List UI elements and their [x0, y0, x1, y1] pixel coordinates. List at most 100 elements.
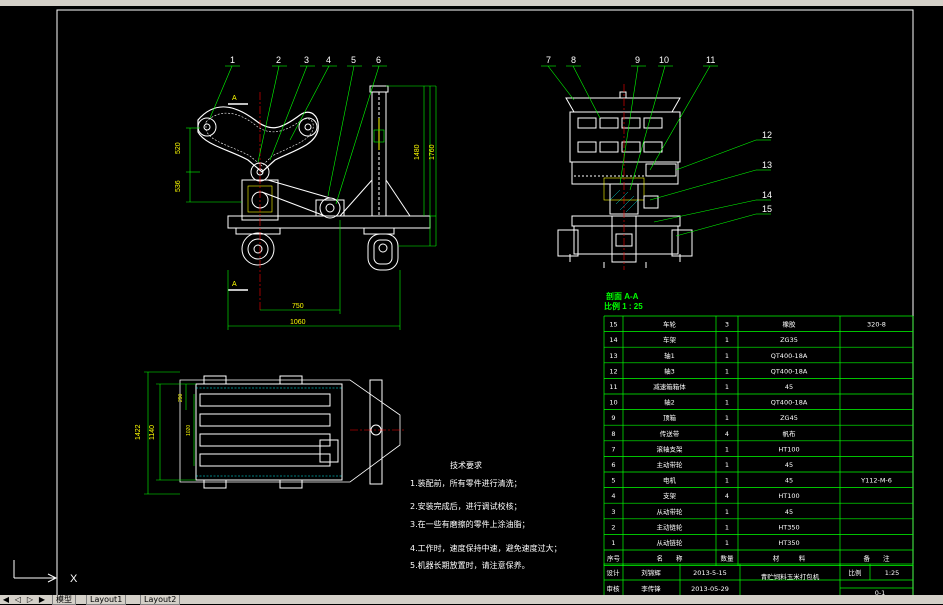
- design-label: 设计: [607, 568, 621, 577]
- bom-cell-name: 车轮: [663, 320, 677, 329]
- tech-item-2: 2.安装完成后，进行调试校核；: [410, 501, 522, 511]
- dim-1422: 1422: [135, 424, 142, 440]
- callout-3: 3: [304, 55, 309, 65]
- bom-header-note: 备 注: [864, 554, 891, 563]
- bom-header-qty: 数量: [721, 554, 735, 563]
- bom-cell-qty: 1: [725, 539, 729, 547]
- section-mark-top: A: [232, 95, 237, 102]
- tab-nav-last-icon[interactable]: ▶: [38, 595, 46, 604]
- scale-label: 比例 1 : 25: [604, 301, 643, 311]
- bom-cell-no: 8: [611, 430, 615, 438]
- bom-cell-no: 10: [609, 399, 617, 407]
- tab-nav-prev-icon[interactable]: ◁: [14, 595, 22, 604]
- bom-cell-name: 主动链轮: [657, 522, 684, 531]
- bom-cell-qty: 4: [725, 430, 729, 438]
- dim-520: 520: [175, 142, 182, 154]
- bom-cell-no: 7: [611, 445, 615, 453]
- right-callout-leaders: [541, 65, 771, 237]
- callout-15: 15: [762, 204, 772, 214]
- dim-536: 536: [175, 180, 182, 192]
- callout-2: 2: [276, 55, 281, 65]
- bom-cell-qty: 1: [725, 461, 729, 469]
- bom-cell-name: 从动带轮: [657, 507, 684, 516]
- callout-14: 14: [762, 190, 772, 200]
- bom-cell-qty: 1: [725, 477, 729, 485]
- bom-cell-qty: 1: [725, 383, 729, 391]
- bom-cell-mat: ZG35: [780, 336, 798, 344]
- toolbar-strip: [0, 0, 943, 6]
- bom-cell-note: 320-8: [867, 321, 886, 329]
- drawing-name: 青贮饲料玉米打包机: [761, 572, 820, 581]
- design-date: 2013-5-15: [693, 569, 727, 577]
- top-view-dimensions: [144, 371, 196, 495]
- right-callout-numbers: 7 8 9 10 11 12 13 14 15: [546, 55, 772, 214]
- callout-6: 6: [376, 55, 381, 65]
- bom-cell-no: 1: [611, 539, 615, 547]
- designer-name: 刘锦辉: [641, 568, 661, 577]
- technical-requirements: 技术要求 1.装配前，所有零件进行清洗； 2.安装完成后，进行调试校核； 3.在…: [410, 460, 562, 570]
- bom-cell-no: 15: [609, 321, 617, 329]
- bom-cell-qty: 4: [725, 492, 729, 500]
- front-dim-labels: 520 536 1480 1760 750 1060 A A: [175, 95, 436, 326]
- bom-cell-qty: 1: [725, 508, 729, 516]
- ucs-x-label: X: [70, 573, 78, 585]
- bom-cell-name: 电机: [663, 476, 677, 485]
- dim-750: 750: [292, 303, 304, 310]
- bom-cell-mat: 45: [785, 461, 793, 469]
- layout-tab-bar: ◀ ◁ ▷ ▶ 模型 Layout1 Layout2: [0, 595, 943, 605]
- bom-cell-mat: QT400-18A: [771, 399, 808, 407]
- bom-header-name: 名 称: [657, 554, 684, 563]
- tech-item-4: 4.工作时，速度保持中速，避免速度过大；: [410, 543, 562, 553]
- left-callout-leaders: [209, 65, 387, 205]
- callout-11: 11: [706, 55, 715, 65]
- top-dim-labels: 1422 1140 290 1020: [135, 393, 192, 440]
- bom-cell-mat: ZG45: [780, 414, 798, 422]
- sheet-number: 0-1: [875, 589, 886, 597]
- bom-cell-no: 4: [611, 492, 615, 500]
- dim-290: 290: [178, 393, 184, 402]
- bom-cell-name: 主动带轮: [657, 460, 684, 469]
- title-block: 设计 刘锦辉 2013-5-15 审核 李传锋 2013-05-29 青贮饲料玉…: [603, 563, 914, 597]
- callout-5: 5: [351, 55, 356, 65]
- bom-cell-no: 14: [609, 336, 617, 344]
- callout-1: 1: [230, 55, 235, 65]
- bom-cell-qty: 1: [725, 445, 729, 453]
- bom-cell-mat: QT400-18A: [771, 367, 808, 375]
- bom-cell-name: 减速箱箱体: [653, 382, 686, 391]
- top-view: [179, 375, 405, 489]
- callout-8: 8: [571, 55, 576, 65]
- bom-cell-no: 6: [611, 461, 615, 469]
- bom-cell-mat: HT350: [778, 539, 799, 547]
- bom-cell-mat: 45: [785, 508, 793, 516]
- dim-1060: 1060: [290, 319, 306, 326]
- bom-cell-mat: 45: [785, 477, 793, 485]
- bom-cell-mat: HT100: [778, 492, 799, 500]
- bom-cell-note: Y112-M-6: [860, 477, 892, 485]
- bom-cell-mat: HT100: [778, 445, 799, 453]
- callout-9: 9: [635, 55, 640, 65]
- bom-cell-no: 13: [609, 352, 617, 360]
- tab-nav-next-icon[interactable]: ▷: [26, 595, 34, 604]
- bom-cell-name: 轴2: [664, 398, 675, 407]
- bom-cell-qty: 3: [725, 321, 729, 329]
- ucs-icon: [13, 560, 58, 583]
- bom-cell-mat: QT400-18A: [771, 352, 808, 360]
- bom-cell-no: 2: [611, 523, 615, 531]
- bom-cell-name: 滚轴支架: [657, 444, 684, 453]
- bom-cell-qty: 1: [725, 336, 729, 344]
- section-label: 剖面 A-A: [606, 291, 639, 301]
- section-view: [557, 84, 693, 270]
- bom-cell-name: 从动链轮: [657, 538, 684, 547]
- dim-1020: 1020: [186, 425, 192, 436]
- tab-nav-first-icon[interactable]: ◀: [2, 595, 10, 604]
- bom-cell-no: 12: [609, 367, 617, 375]
- review-label: 审核: [607, 584, 621, 593]
- bom-cell-no: 5: [611, 477, 615, 485]
- bom-cell-mat: 橡胶: [783, 320, 797, 329]
- dim-1140: 1140: [149, 425, 156, 440]
- bom-cell-name: 传送带: [660, 429, 680, 438]
- tech-item-3: 3.在一些有磨擦的零件上涂油脂；: [410, 519, 530, 529]
- reviewer-name: 李传锋: [641, 584, 661, 593]
